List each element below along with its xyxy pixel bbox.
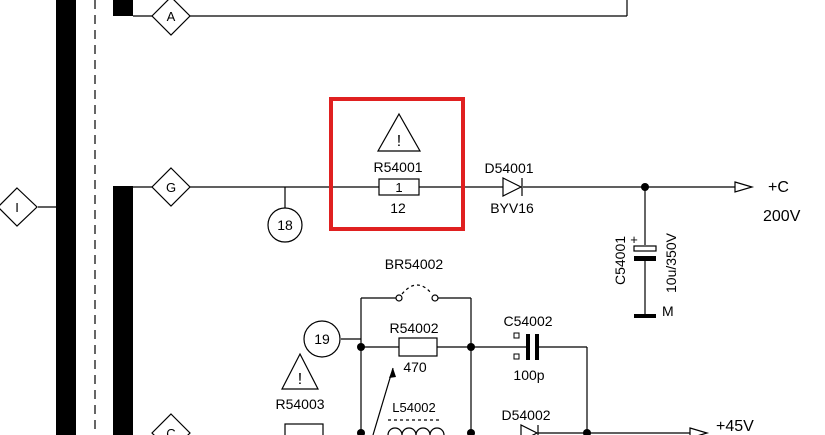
winding-bar-top (113, 0, 133, 16)
output-45v-label: +45V (716, 418, 754, 435)
d54002-ref: D54002 (501, 407, 550, 423)
l54002-ref: L54002 (392, 400, 435, 415)
bridge-br54002 (361, 284, 471, 302)
c54002-ref: C54002 (503, 313, 552, 329)
c54001-plate-pos (633, 245, 657, 252)
output-c-voltage: 200V (763, 208, 801, 225)
r54001-pin: 12 (390, 200, 406, 216)
r54003-body (284, 423, 324, 435)
l54002-coil (387, 427, 445, 435)
r54001-ref: R54001 (373, 159, 422, 175)
ground-label: M (662, 303, 674, 319)
warning-mark: ! (397, 133, 401, 150)
r54001-body (378, 178, 420, 196)
connector-g-label: G (166, 180, 176, 195)
r54001-value: 1 (395, 180, 402, 195)
r54002-body (398, 337, 438, 357)
output-c-name: +C (768, 179, 789, 196)
node-18-circle (267, 207, 303, 243)
warning-triangle-icon: ! (281, 352, 319, 390)
connector-i: I (0, 187, 38, 227)
d54002-symbol (520, 424, 539, 435)
warning-mark: ! (298, 371, 302, 388)
connector-c: C (151, 413, 191, 435)
capacitor-c54002: C54002 100p (503, 313, 552, 383)
c54001-value: 10u/350V (663, 232, 679, 293)
diode-d54001: D54001 BYV16 (484, 160, 534, 216)
connector-c-label: C (166, 426, 175, 435)
resistor-r54001: R54001 1 12 (373, 159, 422, 216)
connector-g: G (151, 167, 191, 207)
c54001-plus: + (630, 232, 638, 247)
output-c-arrow (734, 181, 755, 193)
node-19-circle (303, 320, 341, 358)
capacitor-c54001: + C54001 10u/350V (612, 232, 679, 293)
connector-a-label: A (167, 9, 176, 24)
junction-dot (467, 429, 475, 435)
resistor-r54002: R54002 470 (389, 320, 438, 375)
c54002-plate-left (526, 334, 530, 360)
c54001-ref: C54001 (612, 236, 628, 285)
r54002-value: 470 (403, 359, 427, 375)
output-45v-arrow (689, 427, 710, 435)
winding-bar-main (113, 186, 133, 435)
warning-triangle-icon: ! (376, 112, 422, 152)
node-19-label: 19 (314, 331, 330, 347)
node-18-label: 18 (277, 217, 293, 233)
junction-dot (357, 343, 365, 351)
junction-dot (467, 343, 475, 351)
c54002-plate-right (535, 334, 539, 360)
junction-dot (583, 429, 591, 435)
c54001-plate-neg (634, 256, 656, 261)
connector-i-diamond (0, 187, 38, 227)
node-18: 18 (267, 207, 303, 243)
junction-dot (357, 429, 365, 435)
connector-a: A (151, 0, 191, 36)
r54003-ref: R54003 (275, 396, 324, 412)
connector-c-diamond (151, 413, 191, 435)
br54002-ref: BR54002 (385, 256, 444, 272)
transformer-core-bar (56, 0, 76, 435)
highlight-box (329, 97, 465, 231)
d54001-ref: D54001 (484, 160, 533, 176)
connector-i-label: I (15, 200, 19, 215)
c54002-value: 100p (513, 367, 544, 383)
connector-a-diamond (151, 0, 191, 36)
r54002-ref: R54002 (389, 320, 438, 336)
d54001-symbol (502, 177, 523, 197)
l54002-arrow (372, 367, 394, 435)
node-19: 19 (303, 320, 341, 358)
d54001-type: BYV16 (490, 200, 534, 216)
connector-g-diamond (151, 167, 191, 207)
